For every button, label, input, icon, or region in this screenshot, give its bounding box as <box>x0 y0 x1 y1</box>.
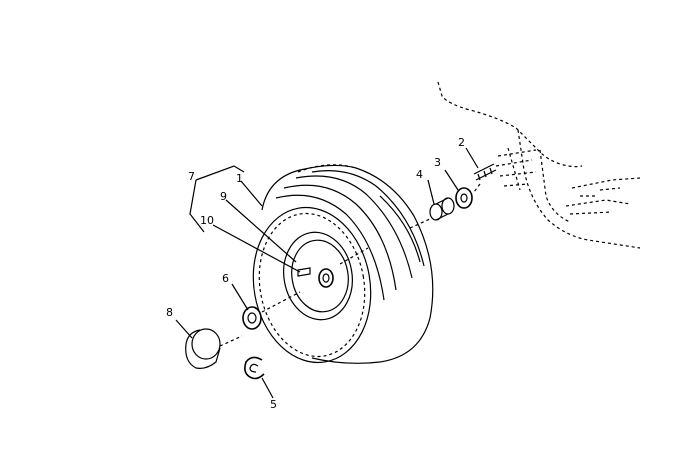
callout-2: 2 <box>458 136 465 149</box>
callout-9: 9 <box>220 190 227 203</box>
tire <box>252 164 434 364</box>
bushing <box>429 197 455 221</box>
callout-8: 8 <box>166 306 173 319</box>
axle-bolt <box>473 163 497 193</box>
leader-lines <box>175 147 479 399</box>
washer-3 <box>455 187 473 209</box>
callout-7: 7 <box>188 170 195 183</box>
callout-3: 3 <box>434 156 441 169</box>
hub-cap <box>185 328 243 369</box>
mower-frame <box>437 81 641 249</box>
callout-4: 4 <box>416 168 423 181</box>
callout-5: 5 <box>270 398 277 411</box>
wheel-rim <box>283 231 353 321</box>
washer-6 <box>242 306 262 330</box>
e-ring <box>244 356 265 380</box>
axle-centerline <box>261 217 433 313</box>
callout-6: 6 <box>222 272 229 285</box>
callout-1: 1 <box>236 172 243 185</box>
callout-10: 10 <box>200 214 214 227</box>
